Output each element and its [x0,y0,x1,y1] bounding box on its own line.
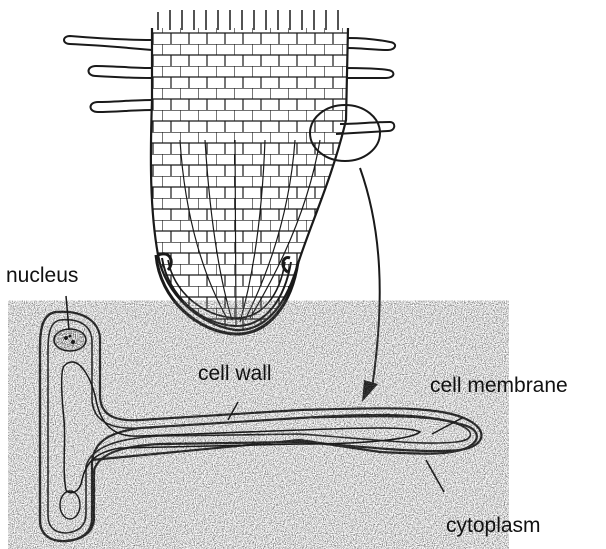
nucleus-body [54,329,86,351]
label-nucleus-group: nucleus [6,264,78,330]
root-tip [64,10,395,340]
label-nucleus: nucleus [6,264,78,287]
root-hair-cell [40,312,481,541]
label-cell-wall-group: cell wall [198,362,272,420]
label-cytoplasm: cytoplasm [446,514,541,537]
root-hairs-left [64,36,152,112]
label-cell-membrane: cell membrane [430,374,568,397]
magnification-arrow [360,168,380,402]
label-cell-wall: cell wall [198,362,272,385]
label-cytoplasm-group: cytoplasm [426,460,541,537]
